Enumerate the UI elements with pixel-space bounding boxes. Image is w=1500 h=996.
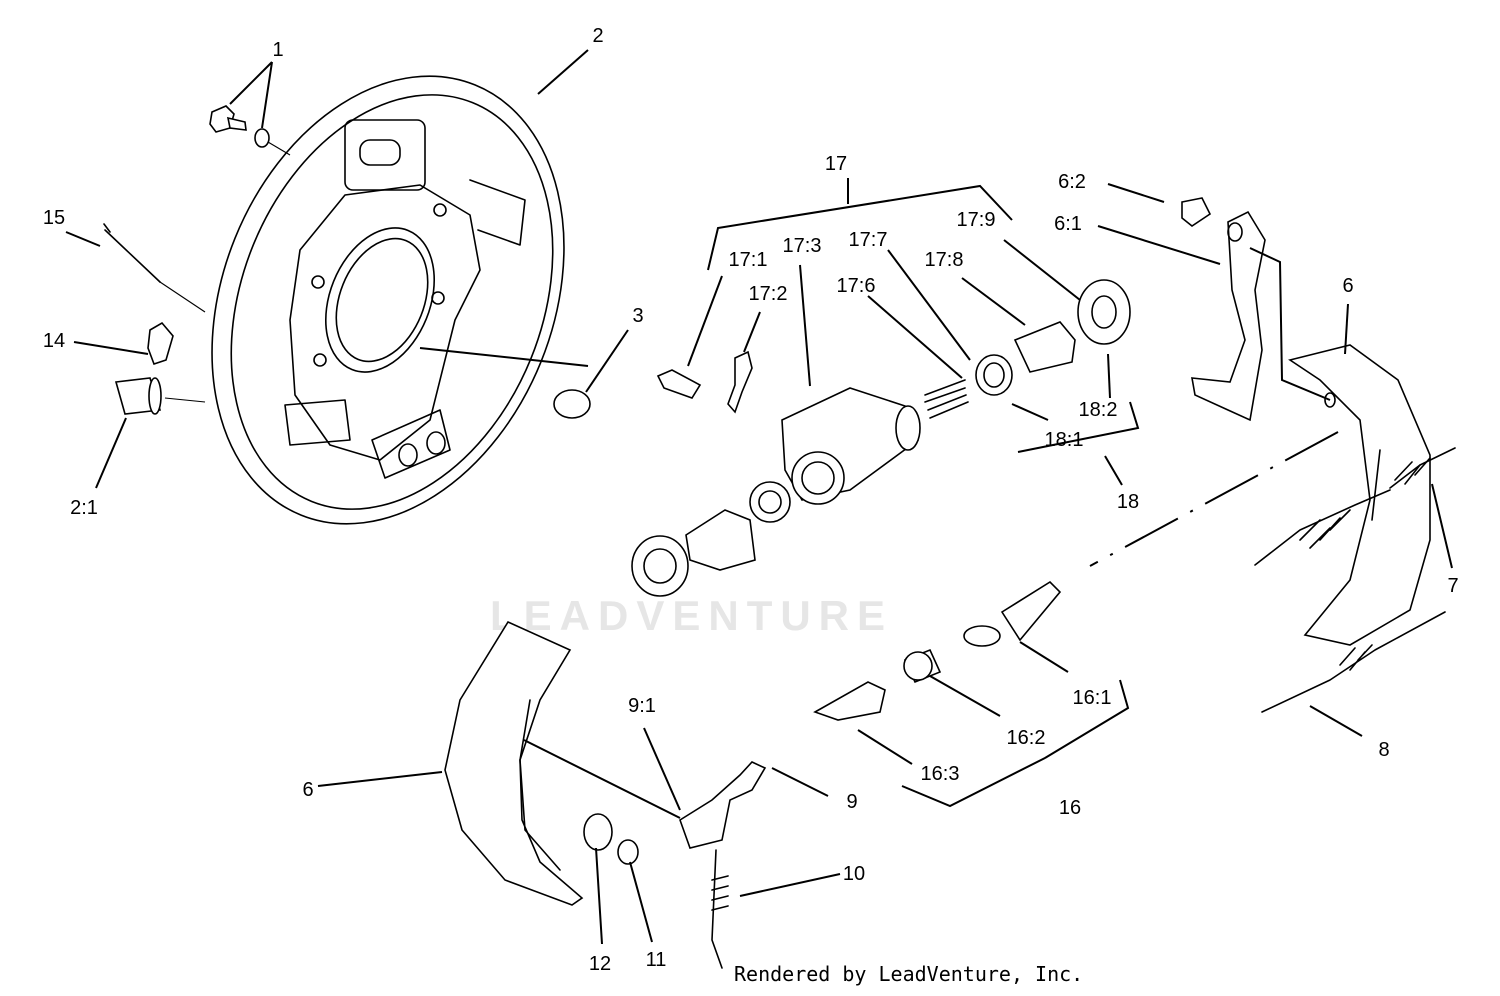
callout-3: 3 (632, 305, 644, 327)
callout-6-left: 6 (302, 779, 314, 801)
callout-17-3: 17:3 (782, 235, 822, 257)
callout-10: 10 (842, 863, 866, 885)
watermark: LEADVENTURE (490, 592, 894, 639)
callout-12: 12 (588, 953, 612, 975)
callout-2-1: 2:1 (70, 497, 98, 519)
callout-18-1: 18:1 (1044, 429, 1084, 451)
adjuster-assembly (813, 580, 1062, 721)
bolt-and-washer (209, 105, 291, 156)
callout-6-1: 6:1 (1054, 213, 1082, 235)
callout-18-2: 18:2 (1078, 399, 1118, 421)
callout-17-2: 17:2 (748, 283, 788, 305)
callout-17-7: 17:7 (848, 229, 888, 251)
callout-9: 9 (846, 791, 858, 813)
plug (553, 389, 591, 419)
right-brake-shoe (1254, 344, 1456, 713)
callout-16: 16 (1058, 797, 1082, 819)
callout-6-right: 6 (1342, 275, 1354, 297)
callout-17-6: 17:6 (836, 275, 876, 297)
callout-11: 11 (645, 949, 667, 971)
callout-17-9: 17:9 (956, 209, 996, 231)
callout-7: 7 (1447, 575, 1459, 597)
leader-lines (65, 49, 1453, 945)
callout-16-1: 16:1 (1072, 687, 1112, 709)
wheel-cylinder-assembly (631, 279, 1131, 597)
backing-plate (211, 75, 565, 525)
callout-1: 1 (272, 39, 284, 61)
callout-17-8: 17:8 (924, 249, 964, 271)
callout-15: 15 (42, 207, 66, 229)
callout-2: 2 (592, 25, 604, 47)
callout-9-1: 9:1 (628, 695, 656, 717)
callout-6-2: 6:2 (1058, 171, 1086, 193)
parking-lever (1181, 197, 1266, 422)
callout-16-3: 16:3 (920, 763, 960, 785)
callout-17: 17 (824, 153, 848, 175)
left-brake-shoe (444, 620, 767, 969)
callout-14: 14 (42, 330, 66, 352)
callout-17-1: 17:1 (728, 249, 768, 271)
left-small-parts (103, 223, 206, 415)
callout-18: 18 (1116, 491, 1140, 513)
assembly-centerline (1089, 431, 1339, 567)
render-credit: Rendered by LeadVenture, Inc. (734, 962, 1084, 986)
callout-16-2: 16:2 (1006, 727, 1046, 749)
callout-8: 8 (1378, 739, 1390, 761)
